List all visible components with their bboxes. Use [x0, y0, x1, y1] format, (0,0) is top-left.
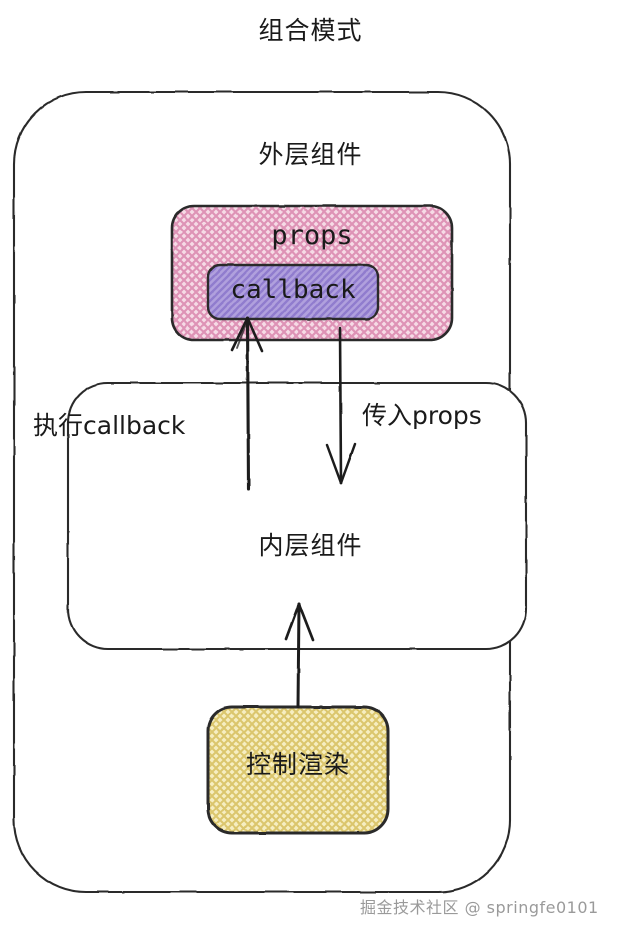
inner-component-label: 内层组件: [258, 531, 363, 560]
page-title: 组合模式: [258, 16, 363, 45]
control-render-arrow: [284, 602, 315, 709]
execute-callback-arrow-label: 执行callback: [33, 411, 186, 440]
watermark: 掘金技术社区 @ springfe0101: [360, 898, 599, 917]
control-render-box-label: 控制渲染: [245, 750, 350, 779]
pass-props-arrow: [325, 326, 357, 485]
inner-component-container: [66, 381, 528, 651]
pass-props-arrow-label: 传入props: [362, 401, 482, 430]
callback-box: [206, 263, 380, 321]
callback-box-label: callback: [230, 275, 356, 305]
outer-component-label: 外层组件: [258, 140, 363, 169]
props-box-label: props: [271, 220, 353, 251]
execute-callback-arrow: [230, 316, 264, 491]
